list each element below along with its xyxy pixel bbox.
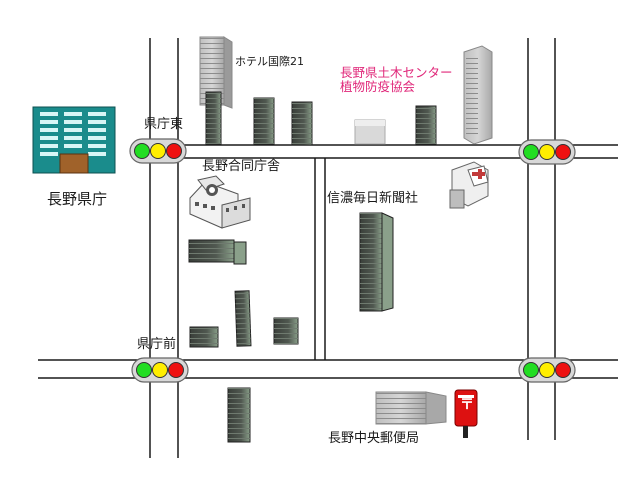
building-icon [234,290,252,347]
building-icon [253,97,275,145]
newspaper-label: 信濃毎日新聞社 [327,191,419,206]
joint-office-building-icon [189,175,251,229]
kencho-higashi-label: 県庁東 [144,117,184,132]
kencho-mae-label: 県庁前 [137,337,177,352]
traffic-light-icon [518,139,576,165]
prefectural-office-building-icon [32,106,116,174]
hotel-label: ホテル国際21 [235,55,304,68]
joint-office-label: 長野合同庁舎 [202,159,281,174]
building-icon [205,91,222,145]
building-icon [189,326,219,348]
building-icon [291,101,313,146]
roads [38,38,618,458]
building-icon [188,239,247,265]
newspaper-building-icon [359,212,394,312]
hospital-icon [449,161,489,209]
building-icon [227,387,251,443]
post-mark-symbol: 〒 [460,397,474,413]
traffic-light-icon [131,357,189,383]
building-icon [273,317,299,345]
traffic-light-icon [518,357,576,383]
prefectural-office-label: 長野県庁 [47,190,108,208]
civil-center-label-line1: 長野県土木センター [340,65,453,80]
postbox-icon [454,389,478,438]
traffic-light-icon [129,138,187,164]
post-office-label: 長野中央郵便局 [328,431,420,446]
civil-center-label-line2: 植物防疫協会 [340,79,416,94]
building-icon [354,119,386,145]
civil-center-building-icon [415,105,437,145]
building-icon [463,45,493,145]
post-office-building-icon [375,391,447,425]
